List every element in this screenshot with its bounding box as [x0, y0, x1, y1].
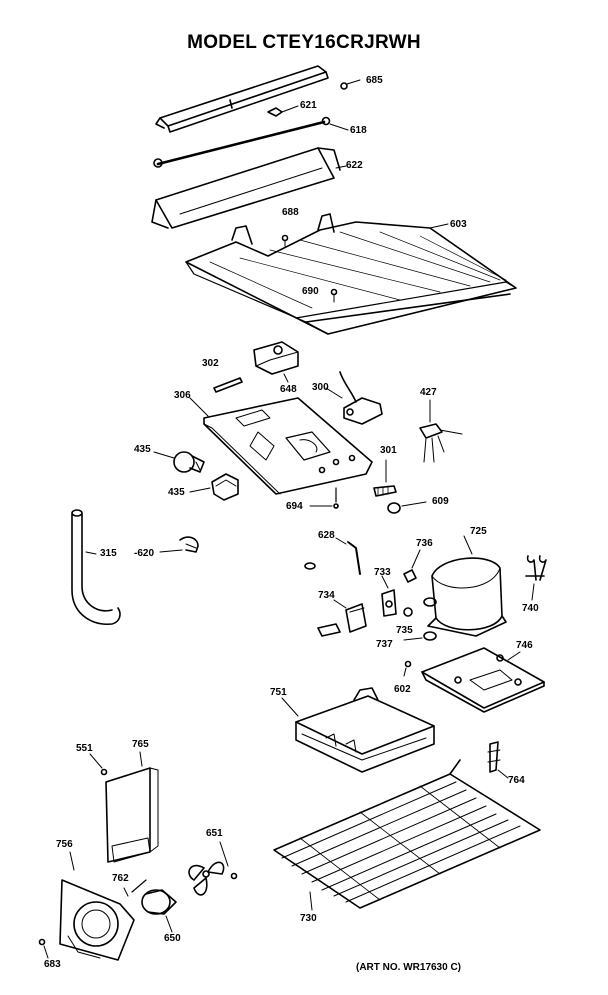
label-621: 621 [300, 100, 317, 111]
part-737-grommet [403, 631, 437, 641]
part-730-condenser [273, 759, 541, 911]
label-301: 301 [380, 445, 397, 456]
label-603: 603 [450, 219, 467, 230]
part-734-overload [317, 599, 367, 637]
label-734: 734 [318, 590, 335, 601]
label-618: 618 [350, 125, 367, 136]
label-628: 628 [318, 530, 335, 541]
part-740-bracket [525, 555, 547, 601]
label-688: 688 [282, 207, 299, 218]
label-302: 302 [202, 358, 219, 369]
part-765-shield [105, 751, 159, 863]
label-736: 736 [416, 538, 433, 549]
label-685-top: 685 [366, 75, 383, 86]
part-306-housing [189, 397, 373, 495]
label-764: 764 [508, 775, 525, 786]
diagram-title: MODEL CTEY16CRJRWH [187, 32, 421, 53]
label-435-bulb: 435 [134, 444, 151, 455]
part-756-fan-housing [59, 851, 135, 961]
part-621-rail [155, 65, 329, 133]
label-725: 725 [470, 526, 487, 537]
part-620-clip [159, 536, 199, 553]
part-302-pin [213, 377, 243, 393]
label-622: 622 [346, 160, 363, 171]
part-315-drain-tube [71, 509, 121, 625]
part-628-cord [304, 537, 361, 575]
part-427-connector [419, 399, 463, 463]
label-648: 648 [280, 384, 297, 395]
part-622-channel [151, 147, 347, 229]
label-306: 306 [174, 390, 191, 401]
part-733-relay [381, 575, 397, 617]
label-602: 602 [394, 684, 411, 695]
label-551: 551 [76, 743, 93, 754]
label-435-socket: 435 [168, 487, 185, 498]
part-751-drain-pan [281, 687, 435, 773]
part-685-screw [340, 79, 361, 90]
art-number: (ART NO. WR17630 C) [356, 962, 462, 973]
label-735: 735 [396, 625, 413, 636]
part-300-switch [325, 371, 383, 425]
label-651: 651 [206, 828, 223, 839]
part-683-screw [38, 938, 49, 959]
label-746: 746 [516, 640, 533, 651]
part-764-bracket [487, 741, 509, 779]
label-300: 300 [312, 382, 329, 393]
label-427: 427 [420, 387, 437, 398]
part-435-socket [189, 473, 239, 501]
label-756: 756 [56, 839, 73, 850]
part-762-motor [123, 879, 147, 897]
label-733: 733 [374, 567, 391, 578]
label-683-bottom: 683 [44, 959, 61, 970]
part-746-base-plate [421, 647, 545, 713]
label-751: 751 [270, 687, 287, 698]
label-620: -620 [134, 548, 155, 559]
part-435-bulb [153, 451, 205, 473]
part-603-cover [185, 213, 517, 335]
label-762: 762 [112, 873, 129, 884]
part-551-screw [89, 753, 108, 776]
part-618-rod [153, 116, 349, 168]
part-648-thermostat [253, 341, 299, 383]
part-725-compressor [423, 535, 507, 637]
label-315: 315 [100, 548, 117, 559]
label-650: 650 [164, 933, 181, 944]
part-609-grommet [387, 501, 427, 514]
part-602-screw [403, 660, 412, 677]
part-694-spring [309, 487, 339, 509]
label-690: 690 [302, 286, 319, 297]
label-730: 730 [300, 913, 317, 924]
label-609: 609 [432, 496, 449, 507]
label-740: 740 [522, 603, 539, 614]
label-737: 737 [376, 639, 393, 650]
part-650-motor [141, 889, 177, 933]
part-736-clip [403, 549, 421, 583]
label-694: 694 [286, 501, 303, 512]
label-765: 765 [132, 739, 149, 750]
part-651-fan-blade [188, 841, 238, 896]
part-301-screw [373, 459, 397, 497]
part-735-grommet [403, 607, 413, 617]
